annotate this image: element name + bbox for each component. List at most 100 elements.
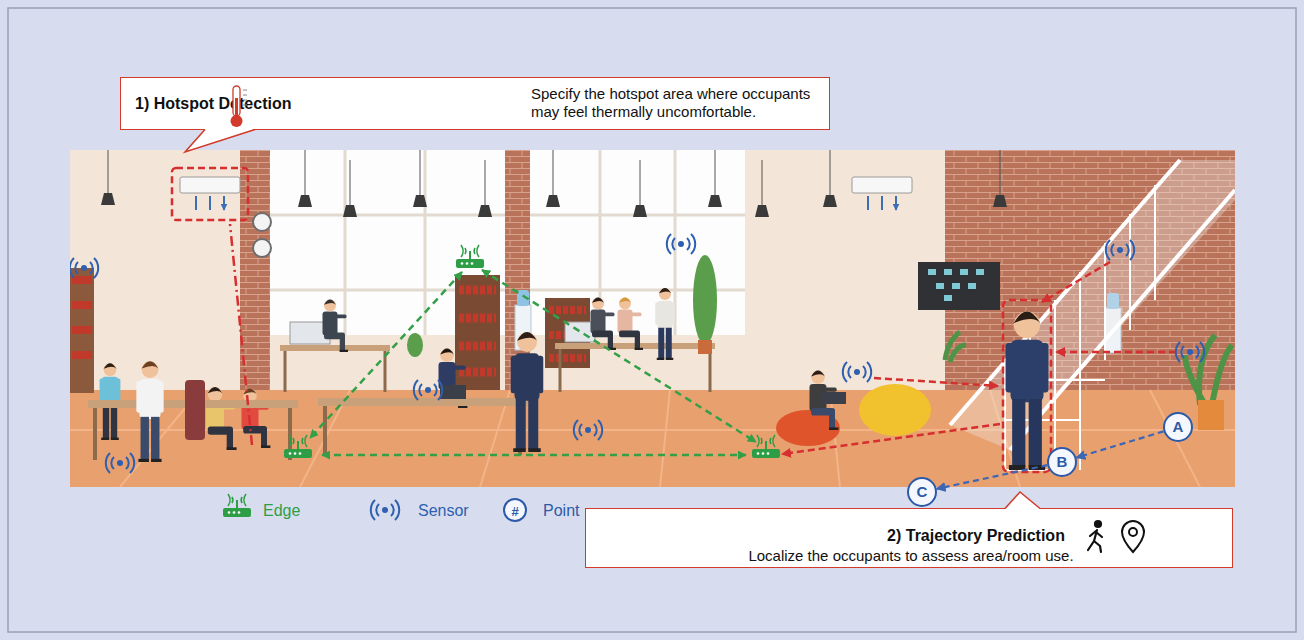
chalkboard-part [918, 262, 1000, 310]
page-frame [8, 8, 1296, 632]
walking-icon [1088, 521, 1102, 552]
ceiling-lamps-part [101, 150, 115, 205]
callout-pointer [185, 129, 1040, 509]
point-circle: B [1047, 447, 1077, 477]
edge-links-part [310, 272, 462, 438]
callout-pointer-part [185, 130, 255, 153]
chalkboard [918, 262, 1000, 310]
plant-part [407, 333, 423, 357]
edge-links-part [482, 270, 756, 442]
air-conditioner [180, 177, 912, 210]
callout-pointer-part [185, 129, 255, 152]
edge-device-part [456, 245, 484, 268]
edge-device-part [752, 435, 780, 458]
ceiling-lamps-part [478, 160, 492, 217]
left-desk [88, 361, 298, 462]
left-desk-part [185, 380, 205, 440]
people-back-part [618, 298, 644, 351]
staircase-part [950, 160, 1235, 450]
air-conditioner-part [180, 177, 240, 193]
ceiling-lamps-part [708, 150, 722, 207]
edge-links-part [322, 454, 746, 457]
middle-desk-part [511, 332, 544, 452]
location-pin-icon [1122, 521, 1144, 552]
sensor-icon-part [414, 380, 442, 400]
walking-occupant [1006, 312, 1049, 470]
ceiling-lamps-part [298, 150, 312, 207]
thermometer-icon-part [243, 90, 247, 105]
sensor-icon-part [70, 258, 98, 278]
callout-body: Specify the hotspot area where occupants… [531, 85, 831, 121]
thermometer-icon-part [233, 86, 240, 116]
sensor-links [782, 262, 1176, 454]
ceiling-lamps-part [546, 150, 560, 207]
edge-device-part [284, 435, 312, 458]
beanbag-person [810, 371, 847, 431]
callout-body: Localize the occupants to assess area/ro… [686, 547, 1136, 565]
location-pin-icon-part [1122, 521, 1144, 552]
air-conditioner-part [852, 177, 912, 193]
edge-legend-icon [223, 494, 251, 517]
ceiling-lamps-part [755, 160, 769, 217]
legend-label: Edge [263, 501, 300, 521]
sensor-icon-part [1176, 342, 1204, 362]
bookshelf-part [72, 280, 92, 355]
wall-clock-part [253, 239, 271, 257]
back-desks-part [285, 349, 710, 392]
bookshelf-part [455, 275, 500, 390]
wall-clock-part [253, 213, 271, 231]
ceiling-lamps-part [823, 150, 837, 207]
middle-desk-part [325, 406, 520, 455]
left-desk-part [136, 361, 163, 462]
callout-heading: 2) Trajectory Prediction [876, 526, 1076, 546]
ceiling-lamps-part [343, 160, 357, 217]
hotspot-box [172, 168, 248, 220]
middle-desk-part [318, 398, 528, 406]
edge-device [284, 245, 780, 458]
thermometer-icon-part [235, 98, 238, 118]
point-label: C [909, 479, 935, 505]
legend-label: Sensor [418, 501, 469, 521]
callout-heading: 1) Hotspot Detection [135, 94, 305, 114]
callout-pointer-part [1005, 492, 1040, 509]
sensor-links-part [782, 424, 1000, 454]
point-label: A [1165, 414, 1191, 440]
point-circle: A [1163, 412, 1193, 442]
legend-label: Point [543, 501, 579, 521]
office-scene [70, 150, 1235, 487]
legend-symbol-label: # [505, 502, 525, 522]
plant-part [1185, 335, 1232, 405]
beanbag-person-part [822, 392, 846, 404]
sensor-links-part [1042, 262, 1110, 302]
sensor-links-part [1056, 351, 1176, 354]
plant-part [698, 340, 712, 354]
people-back-part [323, 300, 349, 353]
back-desks [280, 322, 715, 392]
plant-part [1198, 400, 1224, 430]
bookshelf-part [70, 268, 94, 393]
wall-clock [253, 213, 271, 257]
staircase-part [950, 160, 1235, 450]
air-conditioner-part [868, 196, 896, 210]
sensor-icon-part [843, 362, 871, 382]
plant-part [693, 255, 717, 345]
sensor-icon-part [574, 420, 602, 440]
walking-icon-part [1088, 530, 1102, 552]
sensor-icon-part [1106, 240, 1134, 260]
sensor-links-part [874, 378, 998, 386]
left-desk-part [242, 389, 271, 449]
floor [70, 390, 1235, 487]
walking-icon-part [1095, 521, 1101, 527]
staircase-part [1005, 185, 1155, 470]
callout-box: 2) Trajectory PredictionLocalize the occ… [585, 508, 1233, 568]
tracked-occupant-box [1003, 300, 1051, 472]
sensor-icon [70, 234, 1204, 473]
air-conditioner-part [196, 196, 224, 210]
middle-desk-part [440, 385, 466, 399]
people-back-part [591, 298, 617, 351]
ceiling-lamps-part [993, 150, 1007, 207]
ceiling-lamps-part [413, 150, 427, 207]
callout-pointer-part [1005, 492, 1040, 509]
trajectory-arrow [1076, 431, 1163, 457]
point-label: B [1049, 449, 1075, 475]
